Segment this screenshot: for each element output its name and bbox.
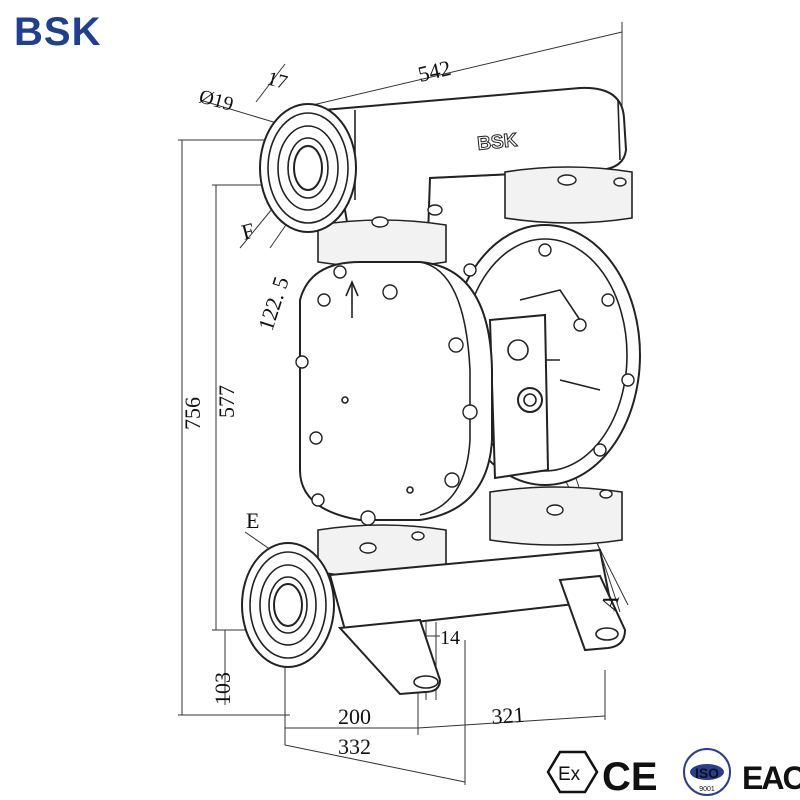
- brand-logo: BSK: [14, 10, 102, 54]
- callout-e: E: [246, 508, 259, 533]
- ce-mark: CE: [602, 755, 658, 799]
- dim-base-depth: 332: [338, 734, 371, 759]
- iso-mark-text: ISO: [695, 765, 719, 781]
- dim-flange-thickness: 17: [265, 68, 290, 94]
- right-top-flange: [504, 166, 633, 224]
- dim-flange-diameter: Ø19: [197, 86, 236, 116]
- dim-foot-width: 200: [338, 704, 371, 729]
- dim-foot-slot: 14: [440, 627, 460, 649]
- center-section: [488, 313, 550, 480]
- iso-mark-sub: 9001: [699, 786, 715, 793]
- dim-overall-height: 756: [180, 397, 205, 430]
- dim-bottom-height: 103: [210, 672, 235, 705]
- dim-flange-pitch: 122. 5: [253, 274, 294, 334]
- pump-feet: [337, 574, 627, 696]
- ex-mark-text: Ex: [558, 764, 581, 785]
- bottom-manifold: [317, 486, 623, 641]
- dim-right-width: 321: [491, 702, 526, 729]
- eac-mark: EAC: [742, 760, 800, 796]
- iso-mark: ISO 9001: [683, 748, 731, 796]
- ex-mark: Ex: [546, 750, 599, 794]
- dim-inlet-outlet-span: 577: [214, 385, 239, 418]
- certification-marks: Ex CE ISO 9001 EAC: [546, 748, 800, 799]
- left-top-flange: [317, 204, 447, 268]
- embossed-brand: BSK: [476, 130, 518, 155]
- dim-overall-width: 542: [416, 55, 454, 87]
- top-flange: [259, 103, 357, 233]
- left-chamber: [295, 261, 493, 526]
- bottom-flange: [241, 542, 335, 668]
